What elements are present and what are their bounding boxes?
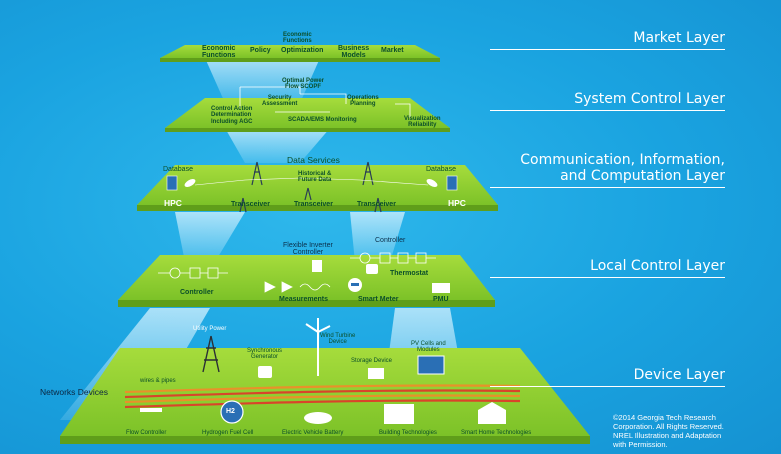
market-optimization: Optimization [281,47,324,54]
beam-system-comm [225,128,330,163]
market-economic-functions-top: Economic Functions [283,32,312,45]
pmu: PMU [433,296,449,303]
inverter-icon [312,260,322,272]
synchronous-generator-icon [258,366,272,378]
pv-panel-icon [417,355,445,375]
market-policy: Policy [250,47,271,54]
historical-future-data: Historical & Future Data [298,171,332,184]
database-icon [166,175,458,191]
device-icons [140,318,506,424]
thermostat-icon [366,264,378,274]
market-plate [160,45,440,62]
device-layer-label: Device Layer [490,367,725,387]
utility-power: Utility Power [193,326,227,332]
power-wires [124,384,521,409]
h2-label: H2 [226,408,235,415]
local-control-layer-label: Local Control Layer [490,258,725,278]
synchronous-generator: Synchronous Generator [247,348,283,361]
hydrogen-fuel-cell: Hydrogen Fuel Cell [202,430,254,436]
market-layer-label: Market Layer [490,30,725,50]
hpc-left: HPC [164,198,182,208]
copyright-notice: ©2014 Georgia Tech Research Corporation.… [613,413,724,449]
market-economic-functions: Economic Functions [202,45,236,60]
wires-pipes: wires & pipes [140,378,176,384]
smart-home-icon [478,402,506,424]
transceiver-2: Transceiver [294,201,333,208]
flexible-inverter-controller: Flexible Inverter Controller [283,242,333,257]
transceiver-1: Transceiver [231,201,270,208]
communication-layer-label: Communication, Information, and Computat… [490,152,725,188]
data-services: Data Services [287,155,340,165]
transceiver-3: Transceiver [357,201,396,208]
building-icon [384,404,414,424]
market-business-models: Business Models [338,45,370,60]
security-assessment: Security Assessment [262,95,298,108]
market-market: Market [381,47,404,54]
wind-turbine-device: Wind Turbine Device [320,333,356,346]
transceiver-link-lines [194,177,429,186]
storage-device-icon [368,368,384,379]
building-technologies: Building Technologies [379,430,437,436]
wind-turbine-icon [305,318,331,376]
system-control-plate [165,98,450,132]
pmu-icon [432,283,450,293]
electric-vehicle-battery: Electric Vehicle Battery [282,430,344,436]
control-action-determination: Control Action Determination Including A… [211,106,253,125]
transmission-tower-icon [202,335,220,373]
storage-device: Storage Device [351,358,393,364]
thermostat: Thermostat [390,270,429,277]
database-right: Database [426,166,456,173]
system-control-layer-label: System Control Layer [490,91,725,111]
visualization-reliability: Visualization Reliability [404,116,441,129]
flow-controller: Flow Controller [126,430,167,436]
measurements: Measurements [279,296,329,303]
pv-cells-modules: PV Cells and Modules [411,341,446,354]
communication-plate [137,165,498,211]
scada-ems-monitoring: SCADA/EMS Monitoring [288,117,357,123]
smart-meter-icon [348,278,362,292]
smart-meter: Smart Meter [358,296,399,303]
hydrogen-fuel-cell-icon [220,400,244,424]
electric-vehicle-icon [304,412,332,424]
controller-block-diagram [158,252,436,279]
optimal-power-flow: Optimal Power Flow SCOPF [282,78,325,91]
database-left: Database [163,166,193,173]
controller-top: Controller [375,237,406,244]
operations-planning: Operations Planning [347,95,379,108]
beam-comm-local-2 [350,212,405,262]
system-control-flow-lines [239,86,411,118]
beam-market-system [205,58,320,103]
local-control-plate [118,255,495,307]
beam-comm-local-1 [175,212,245,262]
networks-devices: Networks Devices [40,387,109,397]
satellite-dish-icon [184,179,438,187]
smart-home-technologies: Smart Home Technologies [461,430,532,436]
controller: Controller [180,289,214,296]
measurements-icon [264,281,331,293]
hpc-right: HPC [448,198,466,208]
